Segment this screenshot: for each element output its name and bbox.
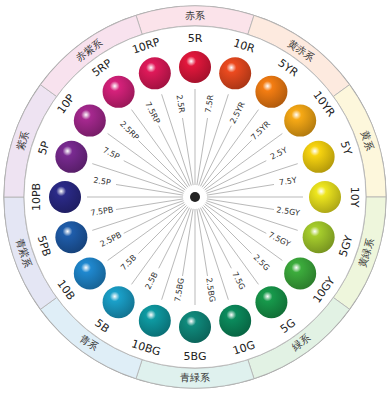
hue-spoke: [206, 202, 267, 233]
hue-spoke: [195, 209, 196, 305]
hue-spoke: [138, 205, 186, 253]
hue-spoke: [138, 140, 186, 188]
hue-spoke: [159, 208, 190, 269]
color-ball: [179, 51, 211, 83]
hue-spoke: [200, 126, 231, 187]
color-ball: [139, 57, 171, 89]
hue-spoke: [203, 140, 251, 188]
hue-spoke: [195, 89, 196, 185]
color-ball: [49, 181, 81, 213]
color-ball: [139, 305, 171, 337]
hue-spoke: [207, 197, 303, 198]
hue-spoke: [159, 126, 190, 187]
color-ball: [219, 57, 251, 89]
color-ball: [103, 286, 135, 318]
hue-spoke: [92, 201, 183, 231]
hue-spoke: [124, 161, 185, 192]
color-ball: [255, 286, 287, 318]
color-ball: [103, 76, 135, 108]
hue-group-name: 青緑系: [180, 373, 210, 383]
hue-group-name: 赤系: [185, 11, 205, 21]
color-ball: [255, 76, 287, 108]
color-ball: [303, 141, 335, 173]
hue-spoke: [108, 134, 186, 190]
hue-spoke: [197, 209, 208, 276]
color-ball: [74, 105, 106, 137]
hue-spoke: [207, 184, 274, 195]
hue-name: 10PB: [31, 183, 42, 211]
color-ball: [303, 221, 335, 253]
hue-spoke: [162, 94, 192, 185]
color-ball: [55, 221, 87, 253]
color-ball: [55, 141, 87, 173]
hue-spoke: [87, 197, 183, 198]
color-ball: [309, 181, 341, 213]
hue-name: 5R: [188, 33, 203, 44]
hue-name: 5BG: [184, 351, 207, 362]
color-ball: [284, 105, 316, 137]
hue-name: 5P: [36, 140, 51, 156]
color-ball: [284, 257, 316, 289]
hue-spoke: [116, 199, 183, 210]
outer-rim: [4, 6, 386, 388]
inner-disc: [24, 26, 366, 368]
center-mark: [190, 192, 200, 202]
hue-name: 10Y: [349, 187, 360, 208]
color-ball: [219, 305, 251, 337]
hue-spoke: [203, 205, 251, 253]
color-ball: [74, 257, 106, 289]
hue-spoke: [206, 164, 297, 194]
color-ball: [179, 311, 211, 343]
